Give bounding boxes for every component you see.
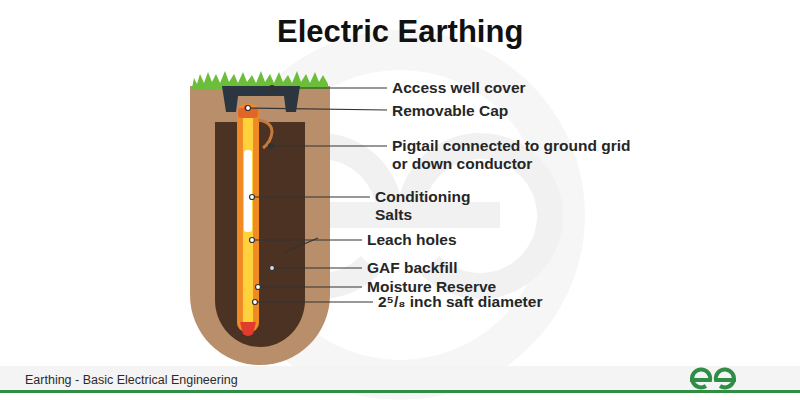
part-label: Removable Cap <box>392 102 508 120</box>
part-label: Pigtail connected to ground grid or down… <box>392 137 632 173</box>
earth-rod <box>237 104 259 332</box>
part-label: Access well cover <box>392 79 526 97</box>
leader-lines <box>246 86 388 305</box>
gaf-backfill <box>215 122 305 347</box>
cap-dot <box>244 105 250 111</box>
footer-logo <box>690 369 736 387</box>
soil-pit <box>190 86 330 365</box>
footer-band <box>0 366 800 392</box>
footer-caption: Earthing - Basic Electrical Engineering <box>25 373 238 387</box>
diagram-title: Electric Earthing <box>277 14 523 50</box>
part-label: Leach holes <box>367 231 457 249</box>
conditioning-salts <box>244 150 252 232</box>
part-label: GAF backfill <box>367 259 457 277</box>
moisture-reserve <box>243 112 253 324</box>
part-label: Conditioning Salts <box>375 188 485 224</box>
rod-tip <box>240 322 256 336</box>
part-label: 2⁵/₈ inch saft diameter <box>378 293 542 311</box>
footer-rule <box>0 390 800 393</box>
